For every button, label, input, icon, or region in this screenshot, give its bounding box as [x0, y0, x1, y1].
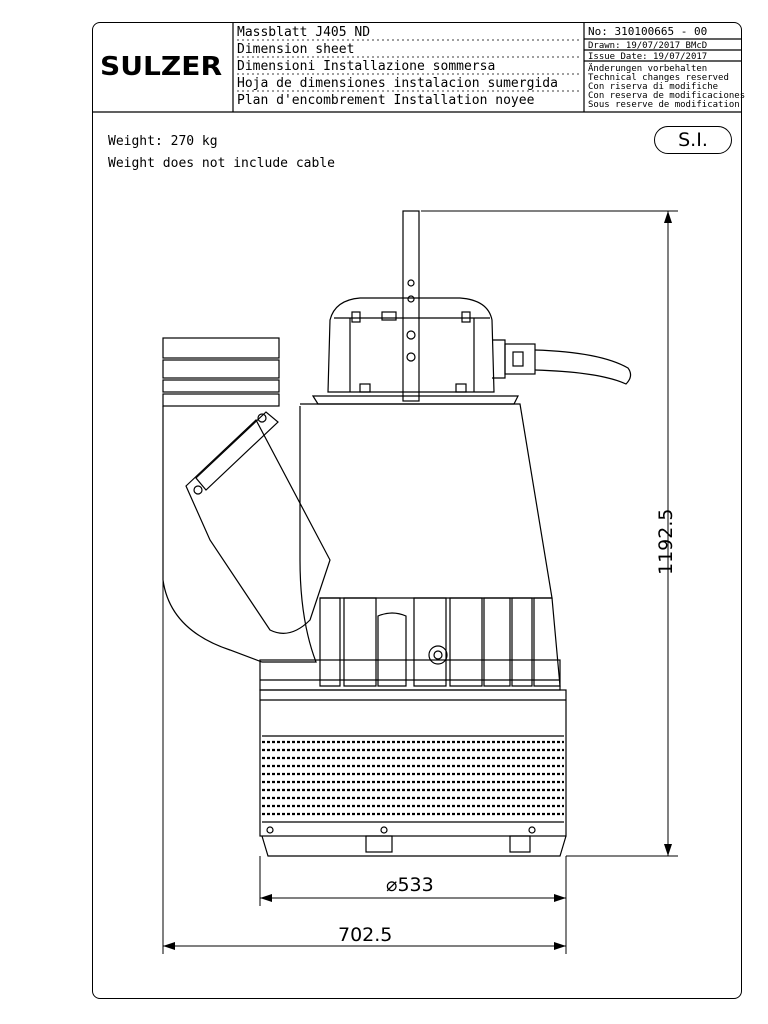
handle-bolt — [407, 279, 415, 287]
discharge-flange — [162, 393, 280, 407]
title-line-separators — [237, 39, 580, 92]
title-line-5: Plan d'encombrement Installation noyee — [237, 93, 535, 108]
motor-housing — [300, 403, 553, 599]
drawing-frame — [92, 22, 742, 999]
title-line-3: Dimensioni Installazione sommersa — [237, 59, 496, 74]
cable-note: Weight does not include cable — [108, 156, 335, 171]
drawn-info: Drawn: 19/07/2017 BMcD — [588, 41, 708, 51]
changes-it: Con riserva di modifiche — [588, 82, 719, 92]
changes-es: Con reserva de modificaciones — [588, 91, 746, 101]
title-line-2: Dimension sheet — [237, 42, 355, 57]
discharge-elbow — [162, 406, 317, 663]
lifting-handle — [402, 210, 420, 402]
power-cable — [534, 349, 632, 385]
width-dimension-label: 702.5 — [338, 924, 393, 946]
dimension-arrows — [163, 211, 672, 950]
pump-feet — [261, 835, 567, 857]
units-badge: S.I. — [654, 126, 732, 154]
inspection-plug — [428, 645, 448, 665]
handle-bolt — [406, 330, 416, 340]
title-line-4: Hoja de dimensiones instalacion sumergid… — [237, 76, 558, 91]
weight-note: Weight: 270 kg — [108, 134, 218, 149]
strainer-housing — [259, 689, 567, 837]
title-line-1: Massblatt J405 ND — [237, 25, 371, 40]
discharge-connector — [185, 419, 331, 634]
handle-bolt — [406, 352, 416, 362]
motor-cap — [327, 297, 495, 393]
sulzer-logo: SULZER — [100, 52, 223, 82]
discharge-flange — [162, 379, 280, 393]
changes-de: Änderungen vorbehalten — [588, 64, 708, 74]
handle-bolt — [407, 295, 415, 303]
motor-collar — [311, 395, 519, 405]
strainer-slots — [262, 740, 564, 816]
diameter-dimension-label: ⌀533 — [386, 874, 434, 896]
cable-connector — [504, 343, 536, 375]
changes-fr: Sous reserve de modification — [588, 100, 740, 110]
document-number: No: 310100665 - 00 — [588, 25, 708, 38]
volute-ribs — [319, 597, 561, 687]
discharge-flange — [162, 337, 280, 359]
dimension-lines — [162, 210, 678, 954]
changes-en: Technical changes reserved — [588, 73, 729, 83]
discharge-flange — [162, 359, 280, 379]
issue-date: Issue Date: 19/07/2017 — [588, 52, 708, 62]
